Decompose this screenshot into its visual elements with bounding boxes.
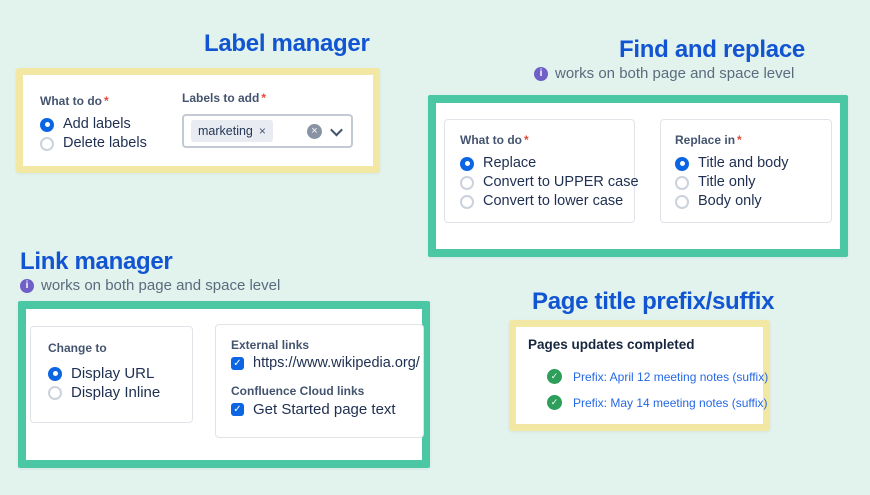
what-to-do-group: What to do* Add labels Delete labels — [40, 94, 147, 151]
success-check-icon: ✓ — [547, 395, 562, 410]
labels-to-add-label: Labels to add* — [182, 91, 353, 105]
fr-replace-in-label-text: Replace in — [675, 133, 736, 147]
fr-replace-in-box: Replace in* Title and body Title only Bo… — [660, 119, 832, 223]
radio-option-convert-lower[interactable]: Convert to lower case — [460, 194, 634, 209]
external-links-label: External links — [231, 338, 310, 352]
status-heading: Pages updates completed — [528, 337, 695, 352]
lm-links-box: External links ✓ https://www.wikipedia.o… — [215, 324, 424, 438]
link-manager-panel: Change to Display URL Display Inline Ext… — [18, 301, 430, 468]
what-to-do-label-text: What to do — [40, 94, 102, 108]
find-and-replace-note: i works on both page and space level — [534, 65, 794, 82]
radio-unselected-icon[interactable] — [460, 194, 474, 209]
label-manager-title: Label manager — [204, 30, 370, 57]
radio-option-label[interactable]: Replace — [483, 155, 537, 171]
radio-option-add-labels[interactable]: Add labels — [40, 117, 147, 132]
radio-option-replace[interactable]: Replace — [460, 156, 634, 171]
radio-option-body-only[interactable]: Body only — [675, 194, 831, 209]
radio-unselected-icon[interactable] — [460, 175, 474, 190]
label-manager-panel: What to do* Add labels Delete labels Lab… — [16, 68, 380, 173]
result-link[interactable]: Prefix: April 12 meeting notes (suffix) — [573, 369, 769, 384]
link-manager-note: i works on both page and space level — [20, 277, 280, 294]
note-text: works on both page and space level — [41, 277, 281, 294]
success-check-icon: ✓ — [547, 369, 562, 384]
tag-chip-marketing[interactable]: marketing × — [191, 120, 273, 142]
link-manager-title: Link manager — [20, 248, 173, 275]
radio-option-convert-upper[interactable]: Convert to UPPER case — [460, 175, 639, 190]
result-row: ✓ Prefix: May 14 meeting notes (suffix) — [528, 395, 768, 410]
page-title-panel: Pages updates completed ✓ Prefix: April … — [509, 320, 770, 431]
checkbox-option-get-started[interactable]: ✓ Get Started page text — [231, 402, 423, 417]
checkbox-checked-icon[interactable]: ✓ — [231, 357, 244, 370]
radio-selected-icon[interactable] — [48, 366, 62, 381]
radio-option-display-inline[interactable]: Display Inline — [48, 385, 192, 400]
tag-chip-label: marketing — [198, 124, 253, 138]
required-asterisk: * — [523, 133, 529, 147]
radio-selected-icon[interactable] — [460, 156, 474, 171]
fr-what-to-do-label-text: What to do — [460, 133, 522, 147]
radio-option-label[interactable]: Title and body — [698, 155, 789, 171]
checkbox-option-wikipedia[interactable]: ✓ https://www.wikipedia.org/ — [231, 356, 423, 371]
fr-what-to-do-box: What to do* Replace Convert to UPPER cas… — [444, 119, 639, 223]
labels-to-add-group: Labels to add* marketing × × — [182, 91, 353, 148]
change-to-label: Change to — [48, 341, 107, 355]
result-link[interactable]: Prefix: May 14 meeting notes (suffix) — [573, 395, 768, 410]
find-and-replace-title: Find and replace — [619, 36, 805, 63]
radio-option-label[interactable]: Convert to lower case — [483, 193, 624, 209]
chevron-down-icon[interactable] — [330, 123, 343, 136]
checkbox-option-label[interactable]: https://www.wikipedia.org/ — [253, 355, 420, 371]
labels-to-add-label-text: Labels to add — [182, 91, 260, 105]
radio-unselected-icon[interactable] — [48, 385, 62, 400]
radio-option-label[interactable]: Body only — [698, 193, 762, 209]
radio-option-label[interactable]: Title only — [698, 174, 756, 190]
lm-change-to-box: Change to Display URL Display Inline — [30, 326, 193, 423]
checkbox-checked-icon[interactable]: ✓ — [231, 403, 244, 416]
radio-option-display-url[interactable]: Display URL — [48, 366, 192, 381]
what-to-do-label: What to do* — [40, 94, 147, 108]
required-asterisk: * — [103, 94, 109, 108]
radio-selected-icon[interactable] — [40, 117, 54, 132]
radio-option-title-only[interactable]: Title only — [675, 175, 831, 190]
radio-unselected-icon[interactable] — [675, 175, 689, 190]
radio-unselected-icon[interactable] — [40, 136, 54, 151]
confluence-links-label: Confluence Cloud links — [231, 384, 365, 398]
info-icon[interactable]: i — [534, 66, 548, 81]
find-and-replace-panel: What to do* Replace Convert to UPPER cas… — [428, 95, 848, 257]
labels-select-input[interactable]: marketing × × — [182, 114, 353, 148]
radio-option-label[interactable]: Delete labels — [63, 135, 147, 151]
checkbox-option-label[interactable]: Get Started page text — [253, 401, 396, 418]
radio-option-label[interactable]: Display Inline — [71, 384, 161, 401]
result-row: ✓ Prefix: April 12 meeting notes (suffix… — [528, 369, 768, 384]
fr-replace-in-label: Replace in* — [675, 133, 831, 147]
radio-selected-icon[interactable] — [675, 156, 689, 171]
note-text: works on both page and space level — [555, 65, 795, 82]
page-title-prefix-suffix-title: Page title prefix/suffix — [532, 288, 775, 315]
required-asterisk: * — [261, 91, 267, 105]
info-icon[interactable]: i — [20, 278, 34, 293]
radio-option-label[interactable]: Add labels — [63, 116, 131, 132]
radio-option-label[interactable]: Display URL — [71, 365, 155, 382]
radio-option-delete-labels[interactable]: Delete labels — [40, 136, 147, 151]
clear-all-icon[interactable]: × — [307, 123, 322, 139]
radio-unselected-icon[interactable] — [675, 194, 689, 209]
fr-what-to-do-label: What to do* — [460, 133, 634, 147]
radio-option-label[interactable]: Convert to UPPER case — [483, 174, 639, 190]
required-asterisk: * — [737, 133, 742, 147]
radio-option-title-and-body[interactable]: Title and body — [675, 156, 831, 171]
remove-tag-icon[interactable]: × — [258, 124, 266, 138]
